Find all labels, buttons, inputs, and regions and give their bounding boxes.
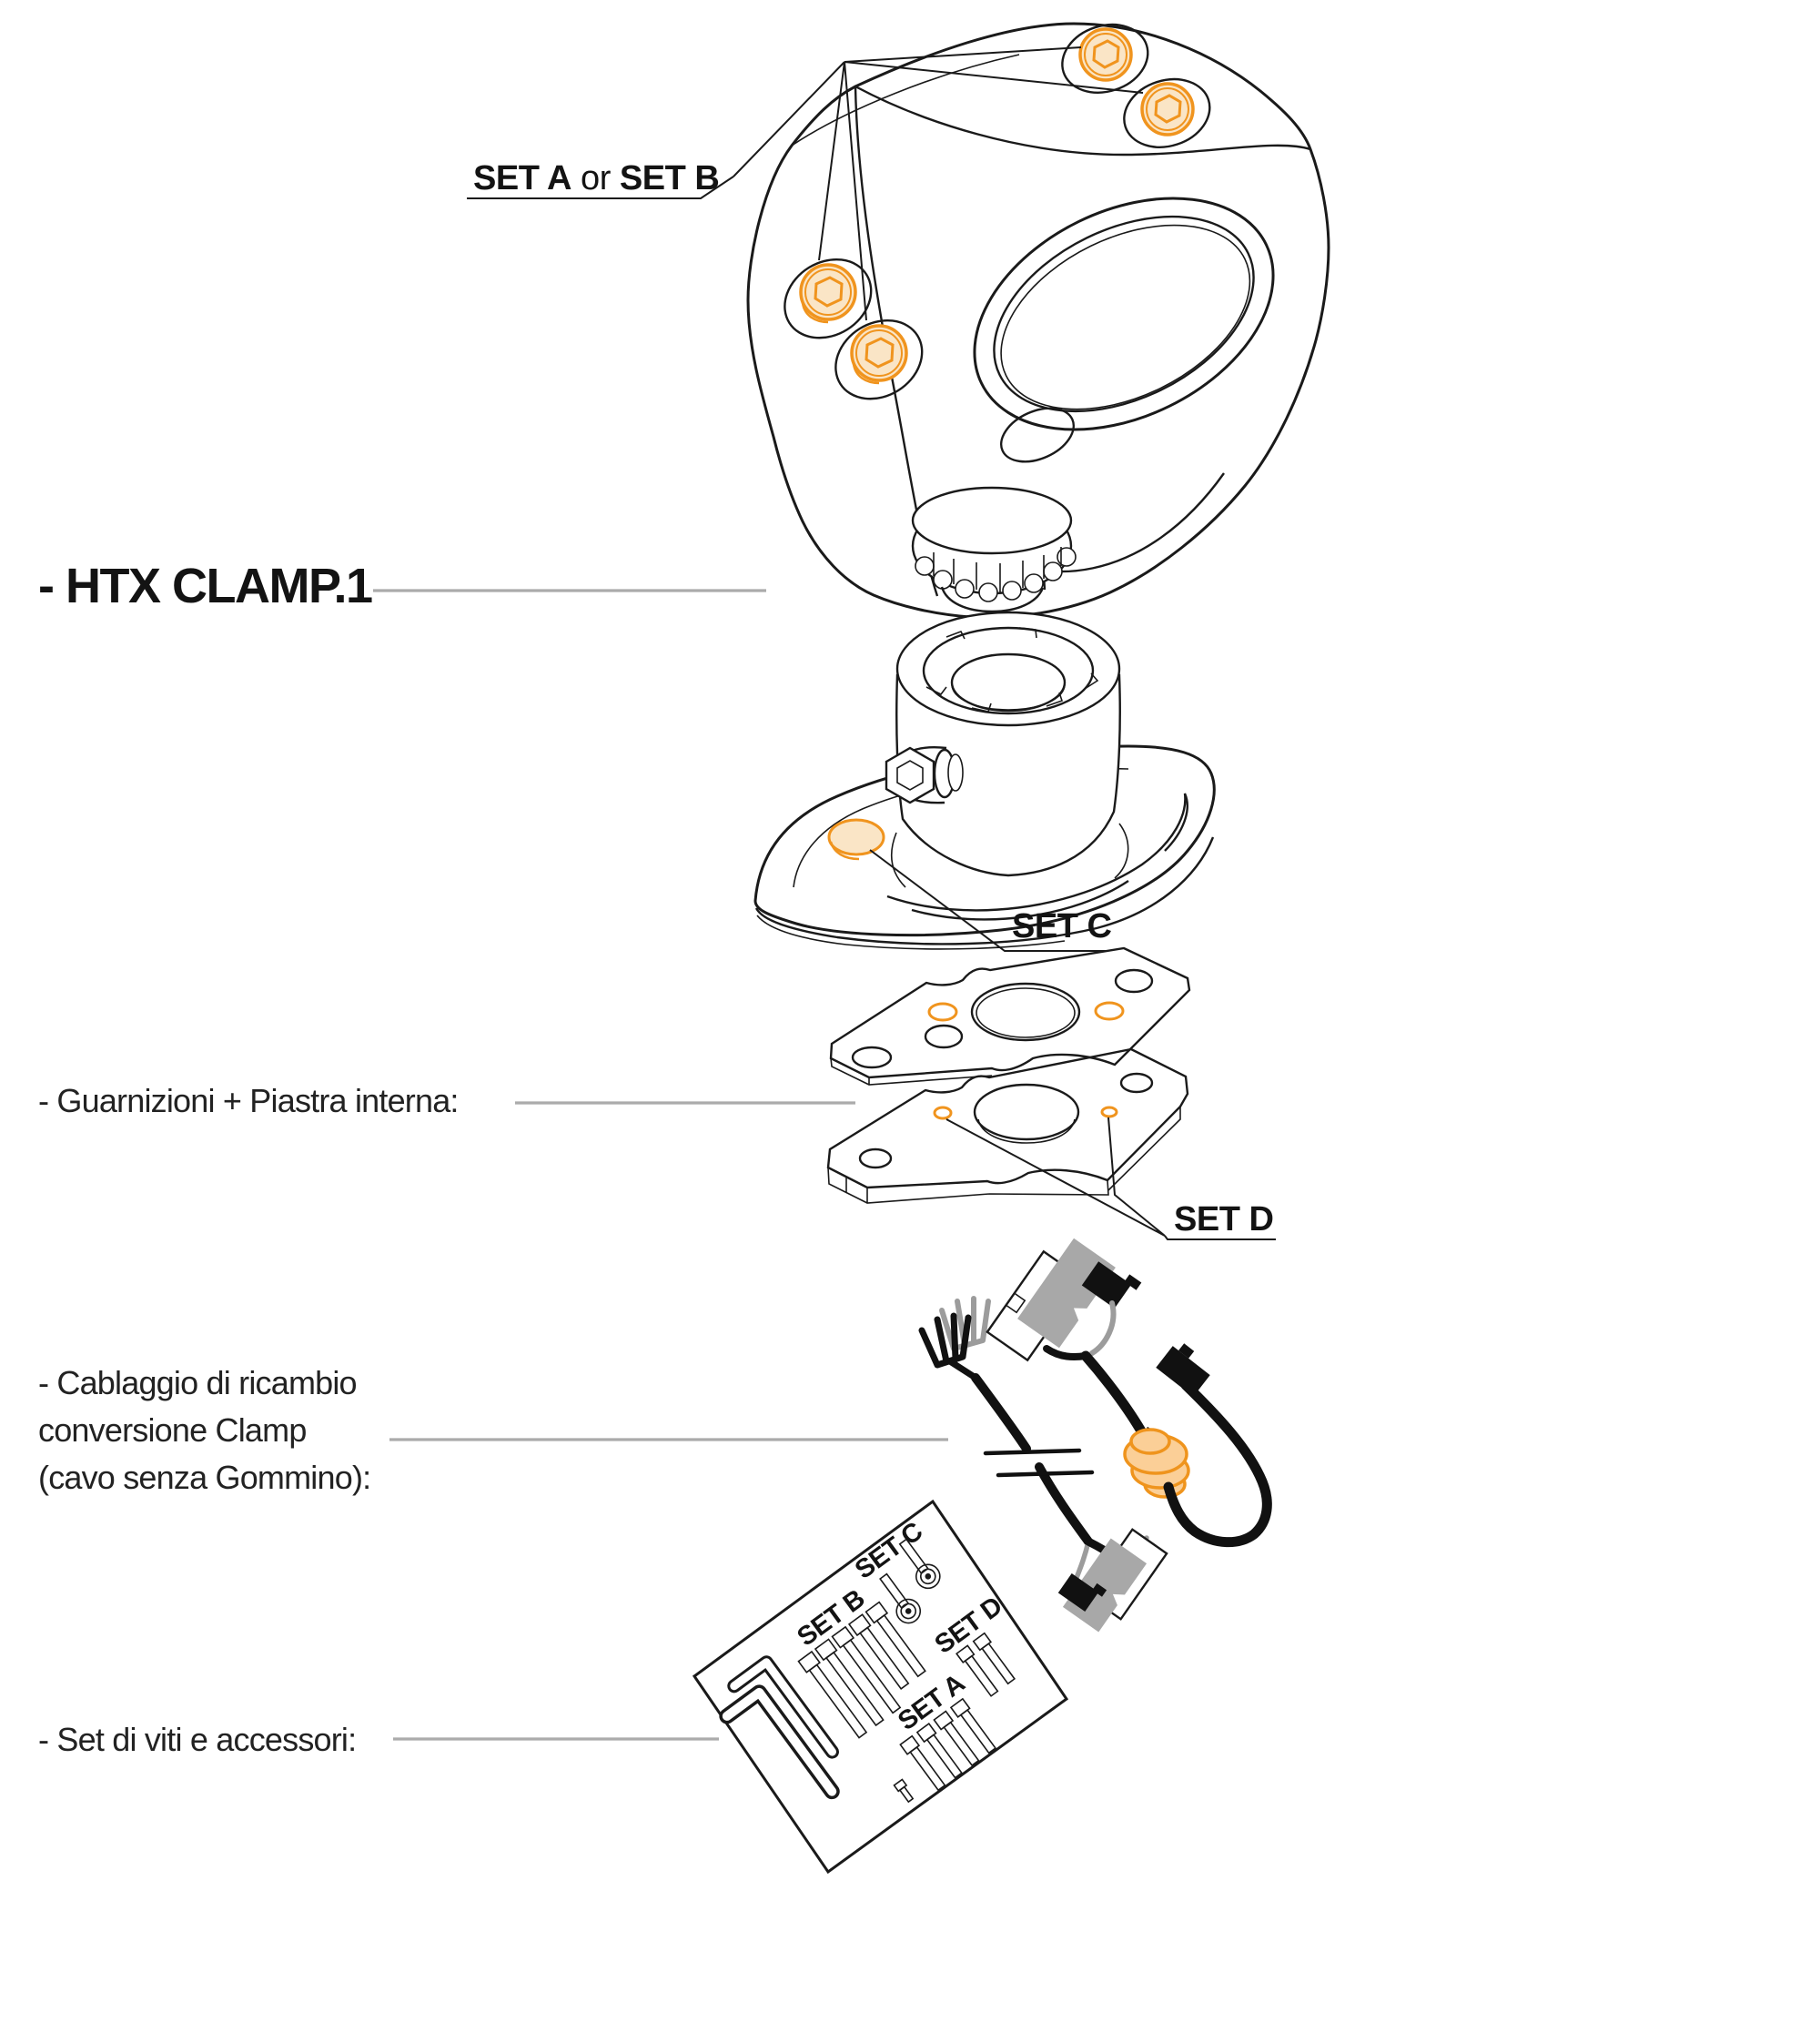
serrated-ring	[911, 486, 1077, 613]
kit-screws-set-d	[956, 1632, 1016, 1697]
plate-orange-hole	[1100, 1106, 1118, 1118]
side-screw	[885, 746, 964, 804]
fork-terminal-gray	[939, 1296, 991, 1351]
bar-bore	[1000, 407, 1075, 463]
svg-text:- Set di viti e accessori:: - Set di viti e accessori:	[38, 1721, 356, 1758]
head-top-facet-line	[854, 85, 1311, 157]
svg-text:(cavo senza Gommino):: (cavo senza Gommino):	[38, 1459, 370, 1496]
plate-orange-hole	[933, 1106, 953, 1120]
label-cablaggio: - Cablaggio di ricambio conversione Clam…	[38, 1364, 948, 1496]
base-plate	[753, 744, 1216, 950]
connector-black-bottom	[1057, 1573, 1107, 1612]
label-set-d: SET D	[1174, 1200, 1273, 1238]
kit-screws-set-a	[899, 1697, 997, 1792]
label-set-c: SET C	[1012, 907, 1111, 945]
cable-break-symbol	[983, 1448, 1095, 1478]
connector-gray-top	[1017, 1238, 1116, 1349]
kit-screws-set-c	[879, 1538, 941, 1624]
gasket-orange-hole	[1094, 1001, 1125, 1021]
callout-set-c: SET C	[869, 849, 1112, 952]
label-set-a-or-b: SET A or SET B	[473, 159, 719, 197]
leader-set-ab	[467, 46, 1144, 321]
product-name: - HTX CLAMP.1	[38, 559, 372, 613]
label-htx-clamp: - HTX CLAMP.1	[38, 559, 766, 613]
rubber-grommet	[1123, 1426, 1190, 1499]
connector-black-top	[1081, 1261, 1142, 1309]
screw-kit-board: SET B SET C SET A SE	[692, 1499, 1069, 1875]
gasket-top	[829, 946, 1191, 1086]
set-c-highlight	[827, 818, 885, 856]
rotation-base	[885, 611, 1121, 877]
gasket-orange-hole	[927, 1002, 958, 1022]
hex-screw	[1061, 23, 1149, 94]
hex-screw	[784, 258, 873, 339]
label-set-viti: - Set di viti e accessori:	[38, 1721, 719, 1758]
connector-black-right	[1156, 1343, 1210, 1397]
callout-set-d: SET D	[945, 1117, 1276, 1240]
allen-keys	[719, 1655, 840, 1800]
svg-text:- Cablaggio di ricambio: - Cablaggio di ricambio	[38, 1364, 357, 1401]
inner-plate	[826, 1047, 1189, 1204]
ring-lock-tabs	[925, 627, 1099, 713]
svg-text:conversione Clamp: conversione Clamp	[38, 1411, 307, 1449]
cable-harness	[918, 1238, 1272, 1633]
bar-opening	[973, 197, 1275, 431]
kit-tiny-screw	[893, 1778, 915, 1804]
label-guarnizioni: - Guarnizioni + Piastra interna:	[38, 1082, 855, 1119]
hex-screw	[1123, 77, 1211, 148]
kit-screws-set-b	[797, 1601, 926, 1739]
svg-text:- Guarnizioni + Piastra inter: - Guarnizioni + Piastra interna:	[38, 1082, 459, 1119]
fork-terminal-black	[918, 1312, 979, 1381]
hex-screw	[834, 318, 924, 400]
top-screws	[784, 23, 1211, 400]
